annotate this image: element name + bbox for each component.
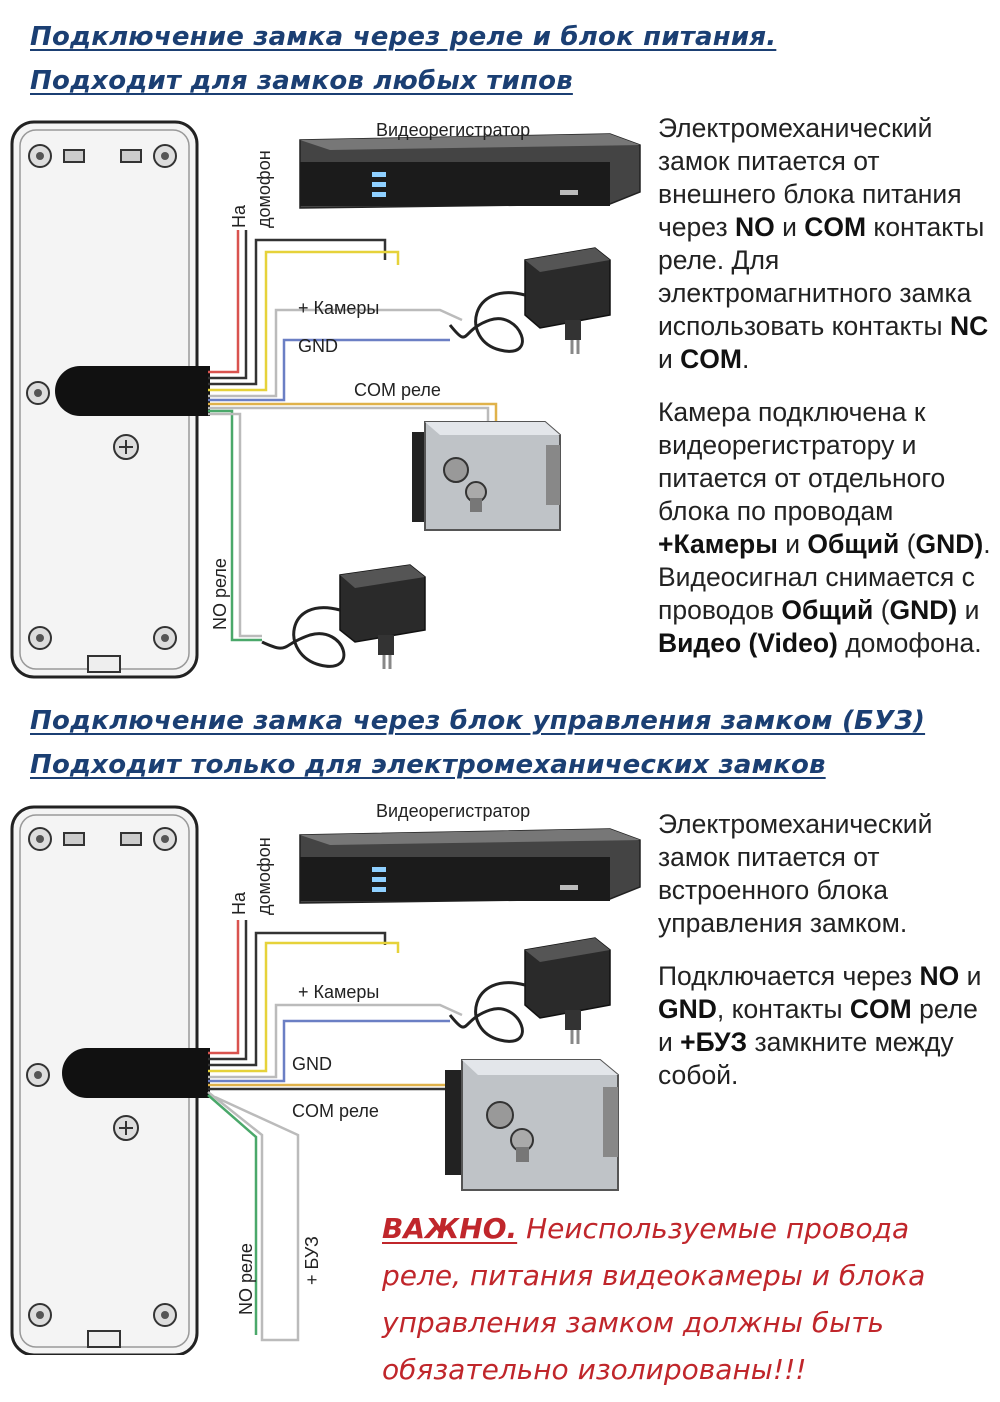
gnd-label: GND xyxy=(292,1054,332,1074)
screw-icon xyxy=(26,381,50,405)
com-relay-label: COM реле xyxy=(292,1101,379,1121)
dvr-device xyxy=(299,133,641,209)
warning-text: Неиспользуемые провода реле, питания вид… xyxy=(382,1212,926,1386)
dvr-label: Видеорегистратор xyxy=(376,120,530,140)
screw-icon xyxy=(28,1303,52,1327)
screw-icon xyxy=(153,626,177,650)
intercom-panel xyxy=(10,120,210,679)
section2-description: Электромеханический замок питается от вс… xyxy=(658,808,993,1112)
intercom-label-top: На xyxy=(229,204,249,228)
electric-lock-icon xyxy=(412,421,561,531)
section1-desc-paragraph2: Камера подключена к видеорегистратору и … xyxy=(658,397,991,658)
no-relay-label: NO реле xyxy=(236,1243,256,1315)
section2-wiring-diagram: Видеорегистратор На домофон + Камеры GND… xyxy=(10,801,641,1355)
dvr-device xyxy=(299,828,641,904)
section1-desc-paragraph1: Электромеханический замок питается от вн… xyxy=(658,113,989,374)
screw-icon xyxy=(28,827,52,851)
screw-icon xyxy=(153,1303,177,1327)
screw-icon xyxy=(153,827,177,851)
power-adapter-icon xyxy=(261,564,426,669)
section2-desc-paragraph2: Подключается через NO и GND, контакты CO… xyxy=(658,961,982,1090)
no-relay-label: NO реле xyxy=(210,558,230,630)
screw-icon xyxy=(28,144,52,168)
section1-title-line1: Подключение замка через реле и блок пита… xyxy=(30,22,777,52)
section1-wiring-diagram: Видеорегистратор На домофон + Камеры GND… xyxy=(10,120,641,679)
cable-sleeve xyxy=(55,366,210,416)
buz-plus-label: + БУЗ xyxy=(302,1236,322,1285)
com-relay-label: COM реле xyxy=(354,380,441,400)
dvr-label: Видеорегистратор xyxy=(376,801,530,821)
section1-description: Электромеханический замок питается от вн… xyxy=(658,112,993,680)
intercom-label-top: На xyxy=(229,891,249,915)
screw-icon xyxy=(153,144,177,168)
electric-lock-icon xyxy=(445,1059,619,1191)
section2-title-line1: Подключение замка через блок управления … xyxy=(30,706,926,736)
screw-icon xyxy=(28,626,52,650)
intercom-label-bottom: домофон xyxy=(254,837,274,915)
cross-screw-icon xyxy=(113,434,139,460)
cable-sleeve xyxy=(62,1048,210,1098)
power-adapter-icon xyxy=(448,247,611,354)
section2-title-line2: Подходит только для электромеханических … xyxy=(30,750,826,780)
wires xyxy=(208,230,498,642)
warning-title: ВАЖНО. xyxy=(382,1212,518,1245)
gnd-label: GND xyxy=(298,336,338,356)
camera-plus-label: + Камеры xyxy=(298,982,379,1002)
intercom-label-bottom: домофон xyxy=(254,150,274,228)
camera-plus-label: + Камеры xyxy=(298,298,379,318)
warning-note: ВАЖНО. Неиспользуемые провода реле, пита… xyxy=(382,1205,992,1393)
cross-screw-icon xyxy=(113,1115,139,1141)
section1-title-line2: Подходит для замков любых типов xyxy=(30,66,573,96)
intercom-panel xyxy=(10,805,210,1355)
screw-icon xyxy=(26,1063,50,1087)
power-adapter-icon xyxy=(448,937,611,1044)
section2-desc-paragraph1: Электромеханический замок питается от вс… xyxy=(658,809,933,938)
